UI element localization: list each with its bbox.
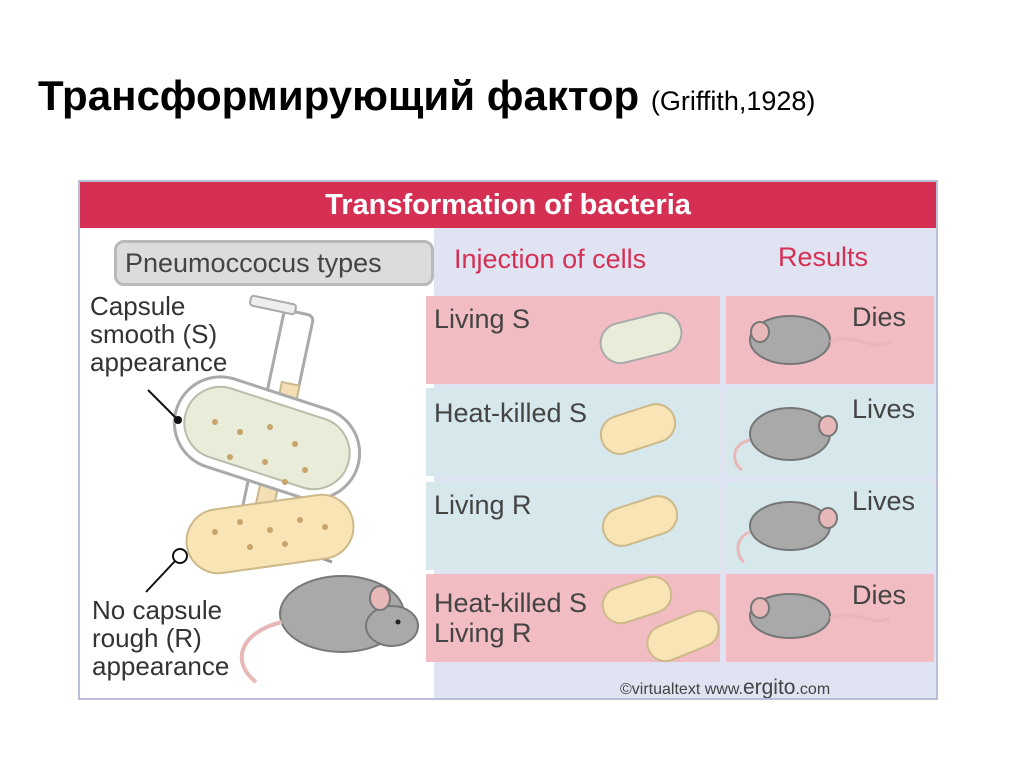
slide-title: Трансформирующий фактор (Griffith,1928) [38, 72, 815, 120]
row-2-result-label: Lives [852, 394, 916, 424]
slide-title-subtitle: (Griffith,1928) [650, 86, 816, 116]
mouse-icon [749, 593, 891, 639]
nocapsule-caption: No capsule rough (R) appearance [92, 595, 230, 681]
row-3-injection-label: Living R [434, 490, 532, 520]
capsule-caption: Capsule smooth (S) appearance [90, 291, 228, 377]
mouse-icon [749, 315, 891, 365]
figure-artwork [145, 294, 891, 684]
bacterium-icon [185, 493, 355, 575]
injection-column-label: Injection of cells [454, 244, 647, 274]
bacterium-icon [172, 375, 362, 501]
mouse-icon [733, 407, 838, 472]
row-4-injection-label: Heat-killed S Living R [434, 588, 588, 648]
row-3-result-label: Lives [852, 486, 916, 516]
types-label: Pneumoccocus types [114, 240, 434, 286]
row-2-injection-label: Heat-killed S [434, 398, 588, 428]
results-column-label: Results [778, 242, 869, 272]
bacterium-icon [599, 403, 677, 455]
row-4-result-label: Dies [852, 580, 907, 610]
slide-title-main: Трансформирующий фактор [38, 72, 640, 119]
credit-line: ©virtualtext www.ergito.com [620, 676, 831, 699]
bacterium-icon [601, 575, 720, 663]
mouse-icon [239, 575, 419, 684]
figure-header: Transformation of bacteria [80, 182, 936, 228]
row-1-injection-label: Living S [434, 304, 531, 334]
bacterium-icon [601, 495, 679, 547]
bacterium-icon [599, 311, 683, 365]
griffith-figure: Transformation of bacteria [78, 180, 938, 700]
mouse-icon [736, 501, 838, 564]
row-1-result-label: Dies [852, 302, 907, 332]
